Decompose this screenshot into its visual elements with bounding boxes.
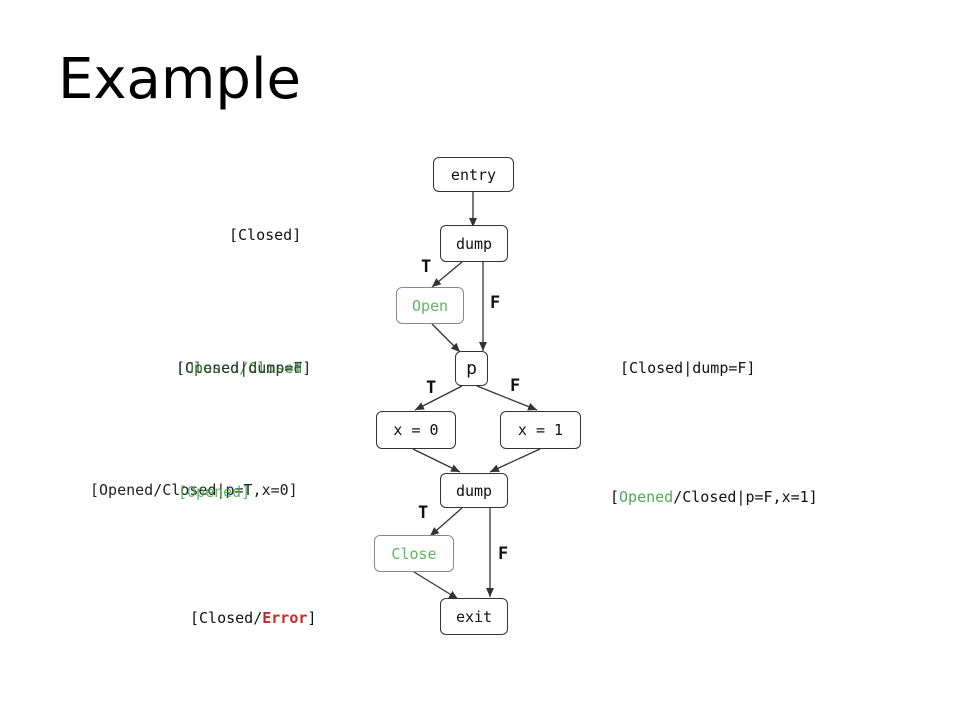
edge-dump-open [431,261,463,288]
edge-x1-dump [489,448,541,473]
node-close: Close [374,535,454,572]
node-exit: exit [440,598,508,635]
annotation-p-left-3: [Closed|dump=F] [176,359,312,377]
annotation-p-right-state: Closed [629,359,684,377]
annotation-x0-left-2: [Opened] [178,483,251,501]
node-dump-2: dump [440,473,508,508]
node-entry: entry [433,157,514,192]
edge-x0-dump [412,448,461,473]
annotation-exit-left: [Closed/Error] [190,609,316,627]
node-open: Open [396,287,464,324]
annotation-x1-right-open: [ [610,488,620,506]
annotation-p-left-stack: [Opened|dump=T] [Opened/Closed] [Closed|… [176,359,356,379]
annotation-exit-error: Error [262,609,308,627]
edge-label-dump1-true: T [421,257,432,277]
node-x-1: x = 1 [500,411,581,449]
edge-open-p [431,323,461,353]
edge-dump-close [429,507,463,537]
annotation-x1-right-rest: /Closed|p=F,x=1] [673,488,818,506]
slide-title: Example [58,47,301,112]
edge-label-p-true: T [426,378,437,398]
annotation-x1-right: [Opened/Closed|p=F,x=1] [610,488,818,506]
annotation-closed: [Closed] [229,226,302,244]
edge-p-x0 [414,385,463,411]
node-x-0: x = 0 [376,411,456,449]
edge-label-p-false: F [510,376,521,396]
annotation-p-right-open: [ [620,359,630,377]
annotation-x1-right-opened: Opened [619,488,674,506]
annotation-x0-left-stack: [Opened/Closed|p=T,x=0] [Opened] [90,481,350,501]
edge-p-x1 [476,385,538,411]
edge-label-dump1-false: F [490,293,501,313]
annotation-x0-left-1: [Opened/Closed|p=T,x=0] [90,481,298,499]
node-dump-1: dump [440,225,508,262]
edge-label-dump2-false: F [498,544,509,564]
node-p: p [455,351,488,386]
annotation-p-left-1: [Opened|dump=T] [176,359,312,377]
annotation-exit-open: [Closed/ [190,609,263,627]
annotation-exit-close: ] [307,609,317,627]
annotation-p-left-2: [Opened/Closed] [176,359,312,377]
annotation-p-right-rest: |dump=F] [683,359,756,377]
annotation-p-right: [Closed|dump=F] [620,359,755,377]
edge-close-exit [413,571,459,600]
edge-label-dump2-true: T [418,503,429,523]
